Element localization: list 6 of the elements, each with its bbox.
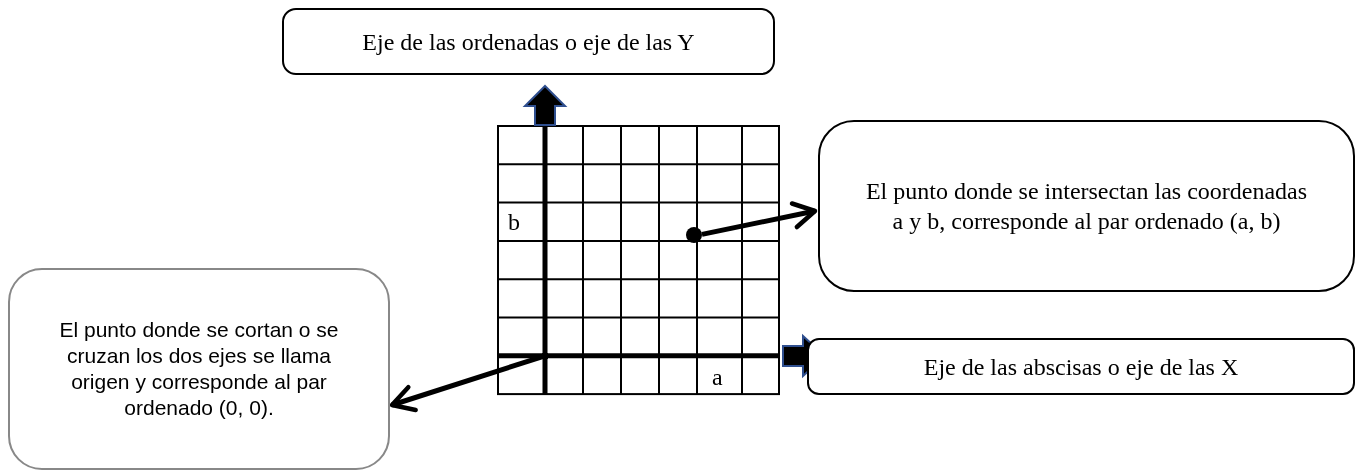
callout-box: Eje de las ordenadas o eje de las Y bbox=[282, 8, 775, 75]
leader-arrow bbox=[701, 201, 818, 237]
callout-box: El punto donde se cortan o se cruzan los dos ejes se llama origen y corresponde al par ordenado (0, 0). bbox=[8, 268, 390, 470]
callout-box: El punto donde se intersectan las coordenadas a y b, corresponde al par ordenado (a, b) bbox=[818, 120, 1355, 292]
point-dot bbox=[686, 227, 702, 243]
callout-box: Eje de las abscisas o eje de las X bbox=[807, 338, 1355, 395]
